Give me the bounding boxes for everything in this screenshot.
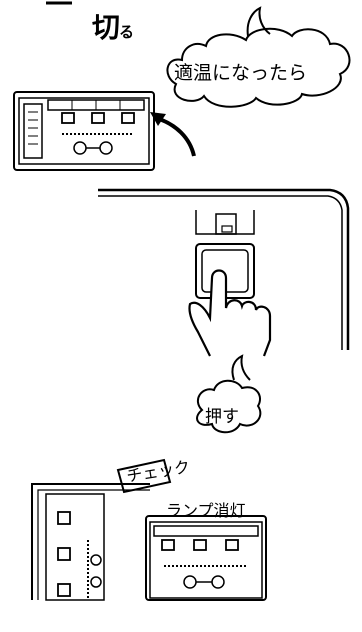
push-bubble-text: 押す xyxy=(205,407,239,427)
pointer-arrowhead xyxy=(150,112,166,126)
push-bubble xyxy=(196,379,262,434)
temp-bubble xyxy=(166,27,351,108)
lamp-off-text: ランプ消灯 xyxy=(166,501,246,520)
pointing-hand xyxy=(188,269,272,357)
cabinet-frame xyxy=(98,188,350,350)
cabinet-bottom xyxy=(31,483,150,601)
temp-bubble-tail xyxy=(246,6,271,37)
push-bubble-tail xyxy=(231,354,251,381)
pointer-arrow xyxy=(155,116,196,157)
page-title: 切る xyxy=(92,11,134,44)
control-panel-top xyxy=(13,91,155,171)
temp-bubble-text: 適温になったら xyxy=(174,62,308,84)
control-panel-bottom xyxy=(145,515,267,601)
